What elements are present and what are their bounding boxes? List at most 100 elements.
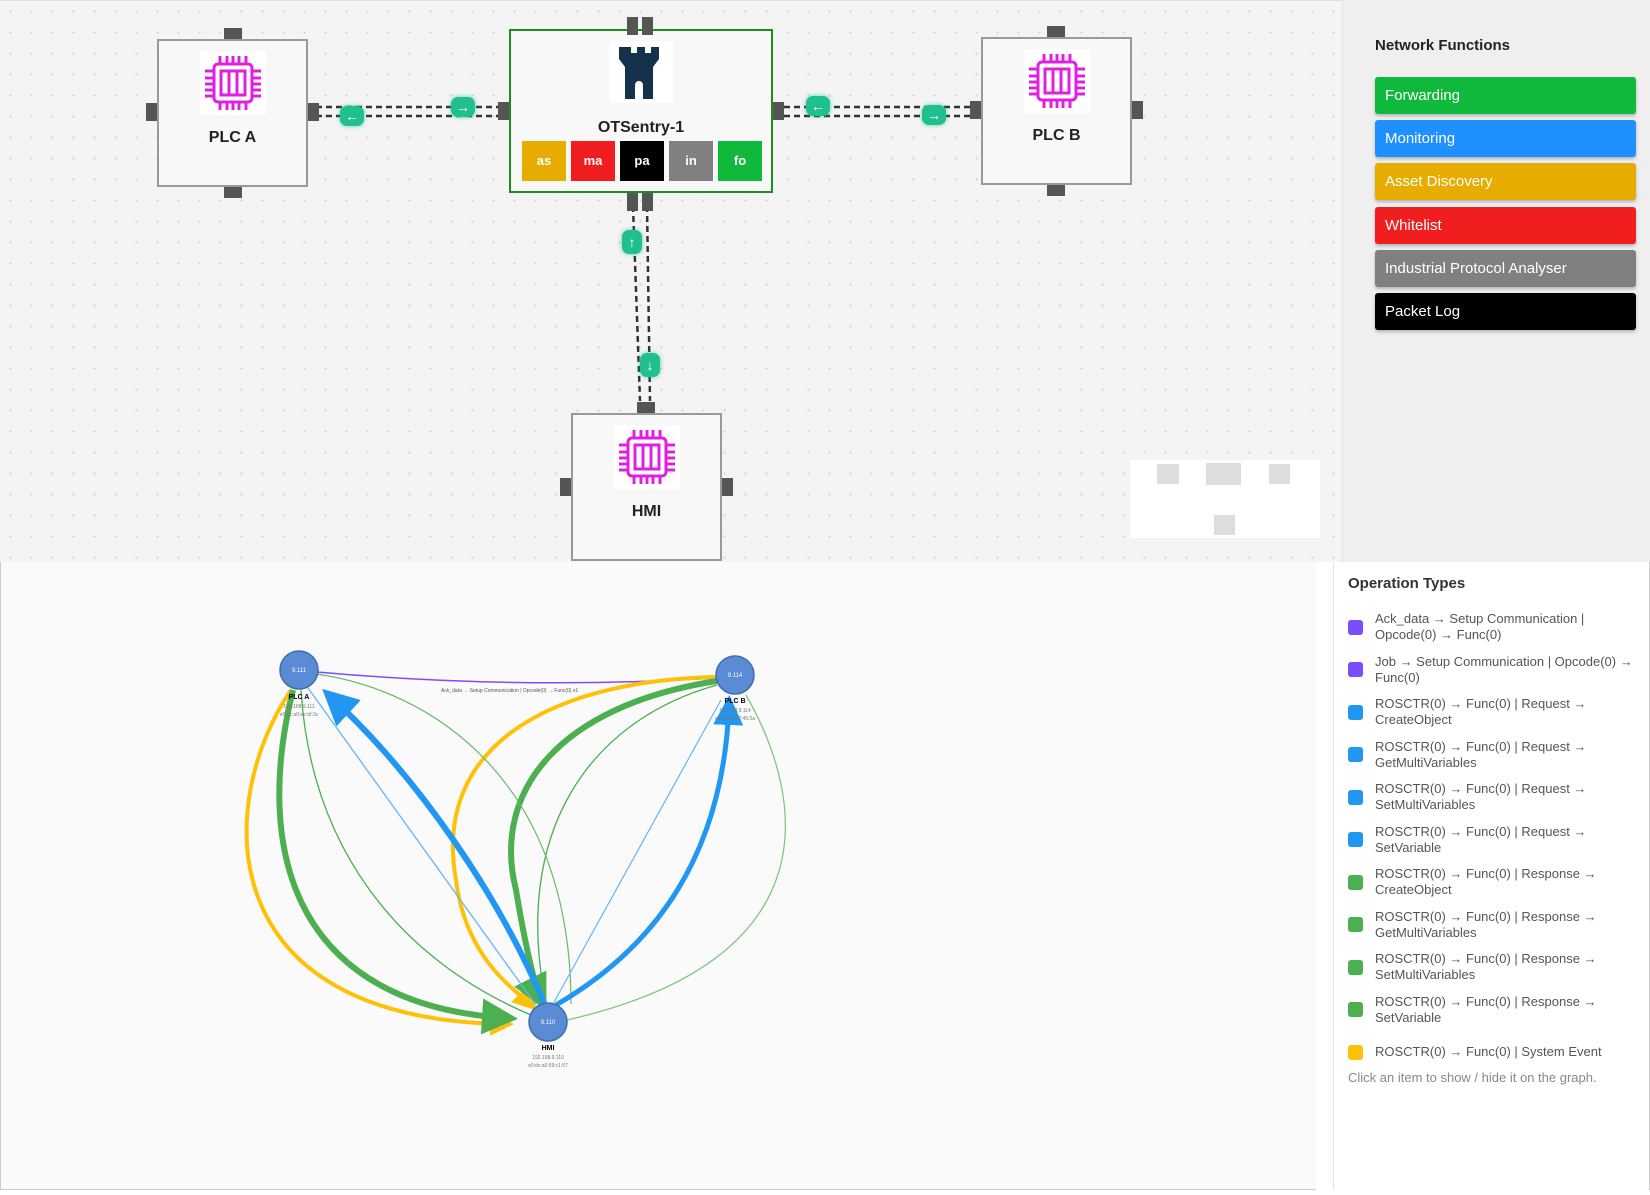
port[interactable] [627,193,638,211]
edge-response [537,684,718,1004]
legend-item[interactable]: ROSCTR(0) → Func(0) | System Event [1348,1031,1643,1074]
edge-response [508,678,718,1011]
function-badge-in[interactable]: in [669,141,713,181]
legend-item-label: ROSCTR(0) → Func(0) | Response → CreateO… [1375,866,1597,898]
edge-response [566,694,786,1021]
edge-system-event [450,675,718,1011]
minimap-node [1157,464,1179,484]
node-mac: e0:dc:a0:ee:bf:3c [280,712,319,718]
port[interactable] [560,478,571,496]
legend-item[interactable]: Job → Setup Communication | Opcode(0) → … [1348,649,1643,692]
port[interactable] [642,17,653,35]
node-id: 9.110 [541,1020,556,1026]
legend-item[interactable]: ROSCTR(0) → Func(0) | Request → SetVaria… [1348,819,1643,862]
castle-tower-icon [609,41,673,103]
edge-label: Ack_data → Setup Communication | Opcode(… [441,688,578,694]
protocol-analyser-button[interactable]: Industrial Protocol Analyser [1375,250,1636,287]
port[interactable] [642,193,653,211]
minimap-node [1206,463,1241,485]
node-name: HMI [542,1045,555,1052]
color-swatch [1348,747,1363,763]
arrow-right-icon[interactable]: → [451,97,475,117]
traffic-graph[interactable]: Ack_data → Setup Communication | Opcode(… [0,562,1316,1190]
node-label: OTSentry-1 [597,119,685,136]
chip-icon [1023,49,1090,113]
monitoring-button[interactable]: Monitoring [1375,120,1636,157]
legend-item[interactable]: ROSCTR(0) → Func(0) | Request → GetMulti… [1348,734,1643,777]
port[interactable] [498,102,509,120]
topology-canvas[interactable]: PLC A OTSentry-1 as ma pa in fo PLC B HM… [0,0,1342,562]
function-badge-as[interactable]: as [522,141,566,181]
color-swatch [1348,832,1363,848]
legend-title: Operation Types [1348,575,1466,592]
arrow-up-icon[interactable]: ↑ [622,230,642,254]
asset-discovery-button[interactable]: Asset Discovery [1375,163,1636,200]
packet-log-button[interactable]: Packet Log [1375,293,1636,330]
legend-item[interactable]: ROSCTR(0) → Func(0) | Response → SetMult… [1348,946,1643,989]
network-functions-panel: Network Functions Forwarding Monitoring … [1342,0,1650,562]
whitelist-button[interactable]: Whitelist [1375,207,1636,244]
edge-system-event [244,688,514,1036]
port[interactable] [773,102,784,120]
legend-item[interactable]: ROSCTR(0) → Func(0) | Response → SetVari… [1348,989,1643,1032]
legend-item-label: ROSCTR(0) → Func(0) | Response → SetMult… [1375,951,1597,983]
graph-node-plc-b[interactable]: 9.114 PLC B 192.168.9.114 e0:dc:a0:97:45… [715,655,755,722]
color-swatch [1348,874,1363,890]
port[interactable] [1047,26,1065,37]
color-swatch [1348,662,1363,678]
port[interactable] [722,478,733,496]
legend-item-label: ROSCTR(0) → Func(0) | System Event [1375,1044,1602,1060]
legend-item[interactable]: Ack_data → Setup Communication | Opcode(… [1348,606,1643,649]
port[interactable] [224,28,242,39]
legend-hint: Click an item to show / hide it on the g… [1348,1070,1597,1085]
edge-response [276,689,518,1035]
node-otsentry[interactable]: OTSentry-1 as ma pa in fo [509,29,773,193]
node-id: 9.111 [292,668,307,674]
port[interactable] [627,17,638,35]
traffic-graph-svg: Ack_data → Setup Communication | Opcode(… [244,650,786,1069]
port[interactable] [1132,101,1143,119]
color-swatch [1348,917,1363,933]
minimap[interactable] [1130,460,1320,538]
chip-icon [199,51,266,115]
node-plc-b[interactable]: PLC B [981,37,1132,185]
port[interactable] [637,402,655,413]
edge-request [554,695,744,1008]
port[interactable] [308,103,319,121]
graph-node-hmi[interactable]: 9.110 HMI 192.168.9.110 e0:dc:a0:59:c1:5… [528,1002,568,1069]
node-name: PLC B [725,698,746,705]
port[interactable] [146,103,157,121]
node-id: 9.114 [728,673,743,679]
color-swatch [1348,789,1363,805]
function-badge-pa[interactable]: pa [620,141,664,181]
legend-item[interactable]: ROSCTR(0) → Func(0) | Response → GetMult… [1348,904,1643,947]
arrow-left-icon[interactable]: ← [806,96,830,116]
arrow-down-icon[interactable]: ↓ [640,353,660,377]
arrow-right-icon[interactable]: → [922,105,946,125]
arrow-left-icon[interactable]: ← [340,106,364,126]
node-mac: e0:dc:a0:97:45:0a [715,716,755,722]
legend-item-label: Ack_data → Setup Communication | Opcode(… [1375,611,1585,643]
edge-request [552,699,722,1005]
port[interactable] [970,101,981,119]
legend-item[interactable]: ROSCTR(0) → Func(0) | Request → CreateOb… [1348,691,1643,734]
graph-node-plc-a[interactable]: 9.111 PLC A 192.168.9.111 e0:dc:a0:ee:bf… [279,650,319,718]
color-swatch [1348,959,1363,975]
node-mac: e0:dc:a0:59:c1:57 [528,1063,568,1069]
node-plc-a[interactable]: PLC A [157,39,308,187]
function-badge-ma[interactable]: ma [571,141,615,181]
port[interactable] [224,187,242,198]
node-label: HMI [631,503,662,520]
legend-item[interactable]: ROSCTR(0) → Func(0) | Request → SetMulti… [1348,776,1643,819]
node-name: PLC A [289,694,310,701]
legend-item[interactable]: ROSCTR(0) → Func(0) | Response → CreateO… [1348,861,1643,904]
edge-request [307,687,537,1006]
function-badge-fo[interactable]: fo [718,141,762,181]
legend-item-label: ROSCTR(0) → Func(0) | Response → GetMult… [1375,908,1597,940]
node-hmi[interactable]: HMI [571,413,722,561]
node-ip: 192.168.9.111 [283,704,314,710]
edge-request [322,688,547,1005]
color-swatch [1348,1002,1363,1018]
forwarding-button[interactable]: Forwarding [1375,77,1636,114]
port[interactable] [1047,185,1065,196]
